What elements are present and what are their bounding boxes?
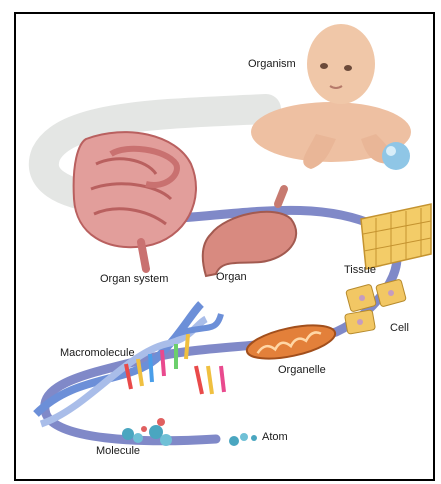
label-tissue: Tissue (344, 264, 376, 276)
tissue-block (361, 204, 431, 269)
label-macromolecule: Macromolecule (60, 347, 135, 359)
organelle-mitochondrion (244, 319, 338, 365)
macromolecule-dna (36, 304, 224, 424)
label-organism: Organism (248, 58, 296, 70)
ball-icon (382, 142, 410, 170)
label-molecule: Molecule (96, 445, 140, 457)
atom-cluster (229, 433, 257, 446)
diagram-frame: Organism Organ system Organ Tissue Cell … (14, 12, 435, 481)
biological-hierarchy-illustration (16, 14, 435, 481)
label-cell: Cell (390, 322, 409, 334)
organ-system-intestines (74, 132, 196, 269)
label-organ: Organ (216, 271, 247, 283)
label-atom: Atom (262, 431, 288, 443)
label-organelle: Organelle (278, 364, 326, 376)
organ-stomach (203, 189, 296, 276)
label-organ-system: Organ system (100, 273, 168, 285)
